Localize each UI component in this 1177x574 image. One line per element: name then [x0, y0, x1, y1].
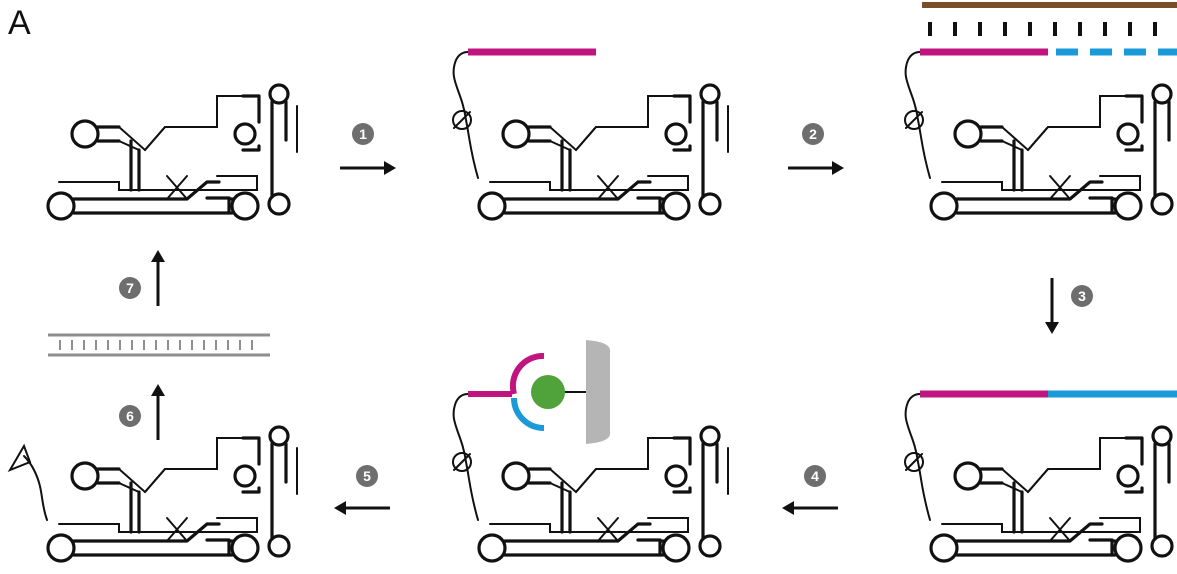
structure-cleaved [479, 85, 728, 219]
structure-initial [48, 85, 297, 219]
step-1-badge: 1 [352, 123, 374, 145]
structure-released [48, 427, 297, 561]
step-5-arrow [334, 501, 390, 515]
gray-surface [586, 340, 610, 444]
step-7-badge: 7 [119, 277, 141, 299]
green-bead [531, 375, 565, 409]
free-duplex [48, 335, 270, 355]
step-6-badge: 6 [119, 405, 141, 427]
structure-captured [479, 427, 728, 561]
step-2-badge: 2 [802, 123, 824, 145]
structure-extended [931, 427, 1177, 561]
step-7-label: 7 [126, 280, 134, 296]
step-7-arrow [151, 250, 165, 306]
linker-cleavage-site-3 [905, 52, 930, 178]
step-2-arrow [788, 161, 844, 175]
step-1-arrow [340, 161, 396, 175]
step-6-arrow [151, 384, 165, 440]
step-3-label: 3 [1078, 288, 1086, 304]
structure-hybridized [931, 85, 1177, 219]
step-5-badge: 5 [356, 465, 378, 487]
linker-cleavage-site [453, 52, 478, 178]
step-1-label: 1 [359, 126, 367, 142]
step-3-arrow [1045, 278, 1059, 334]
step-4-label: 4 [811, 468, 819, 484]
step-5-label: 5 [363, 468, 371, 484]
step-3-badge: 3 [1071, 285, 1093, 307]
linker-cleavage-site-5 [453, 394, 478, 520]
step-6-label: 6 [126, 408, 134, 424]
base-pair-ticks [930, 22, 1155, 36]
released-linker [10, 446, 47, 520]
step-2-label: 2 [809, 126, 817, 142]
linker-cleavage-site-4 [905, 394, 930, 520]
step-4-badge: 4 [804, 465, 826, 487]
step-4-arrow [782, 501, 838, 515]
